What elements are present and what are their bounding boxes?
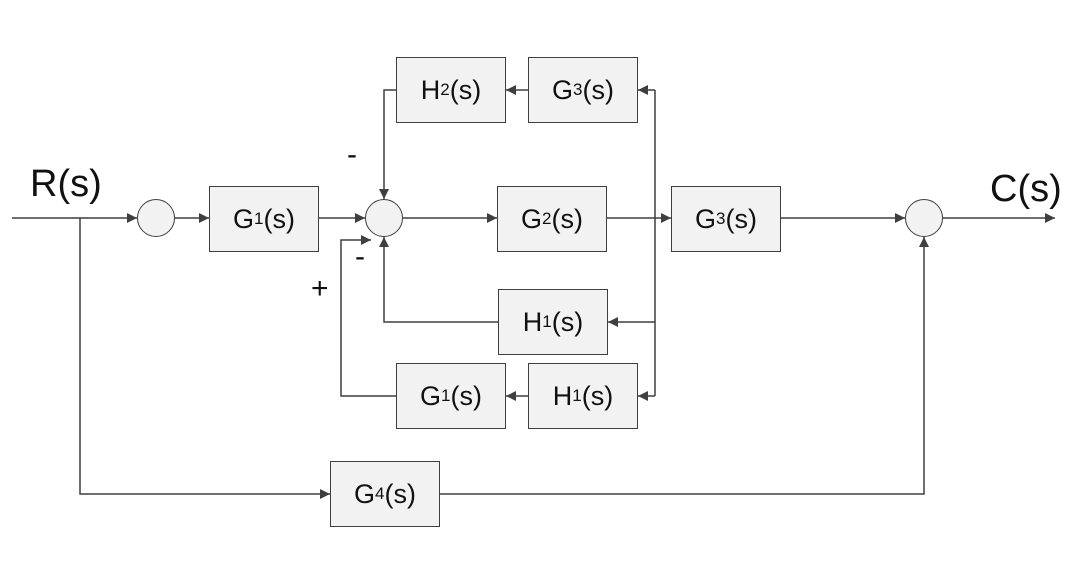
summing-junction-2	[365, 199, 403, 237]
input-signal-label: R(s)	[30, 163, 102, 205]
sign-h2-input: -	[347, 138, 357, 171]
summing-junction-3	[905, 199, 943, 237]
summing-junction-1	[137, 199, 175, 237]
sign-g1-input: +	[311, 272, 329, 305]
sign-h1-input: -	[355, 240, 365, 273]
output-signal-label: C(s)	[990, 168, 1062, 210]
